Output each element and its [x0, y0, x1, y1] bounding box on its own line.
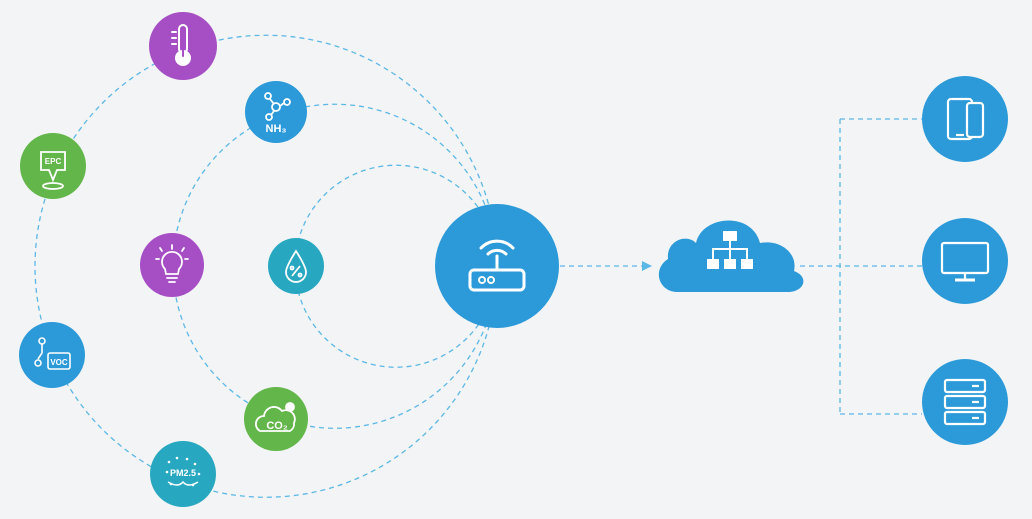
wifi-router-icon: [468, 239, 526, 292]
co2-cloud-icon: [254, 402, 296, 432]
endpoint-mobile: [922, 76, 1008, 162]
voc-sensor-icon: [34, 337, 71, 370]
lightbulb-icon: [155, 244, 189, 283]
sensor-co2: CO₂: [244, 387, 308, 451]
map-pin-sensor-icon: [40, 151, 66, 190]
cloud-platform: [658, 220, 804, 292]
network-hierarchy-icon: [707, 231, 753, 269]
gateway-router: [435, 204, 559, 328]
cloud-to-endpoints-connector: [800, 118, 922, 415]
water-drop-percent-icon: [285, 249, 307, 283]
endpoint-desktop: [922, 218, 1008, 304]
ammonia-label: NH₃: [266, 123, 287, 135]
sensor-voc: VOC: [19, 322, 85, 388]
mobile-devices-icon: [946, 97, 985, 141]
pm25-particles-icon: [165, 456, 201, 487]
cloud-shape: [658, 220, 804, 292]
sensor-temperature: [149, 12, 217, 80]
molecule-icon: [264, 92, 291, 121]
server-rack-icon: [943, 378, 987, 426]
sensor-humidity: [268, 238, 324, 294]
monitor-icon: [940, 241, 990, 282]
pm25-label: PM2.5: [170, 468, 196, 478]
sensor-formaldehyde: EPC: [20, 133, 86, 199]
thermometer-icon: [171, 24, 191, 66]
formaldehyde-label: EPC: [45, 157, 62, 166]
co2-label: CO₂: [266, 420, 288, 432]
sensor-light: [140, 233, 204, 297]
sensor-ammonia: NH₃: [245, 81, 307, 143]
sensor-pm25: PM2.5: [150, 441, 216, 507]
endpoint-server: [922, 359, 1008, 445]
voc-label: VOC: [50, 358, 68, 367]
orbit-outer: [34, 34, 498, 498]
